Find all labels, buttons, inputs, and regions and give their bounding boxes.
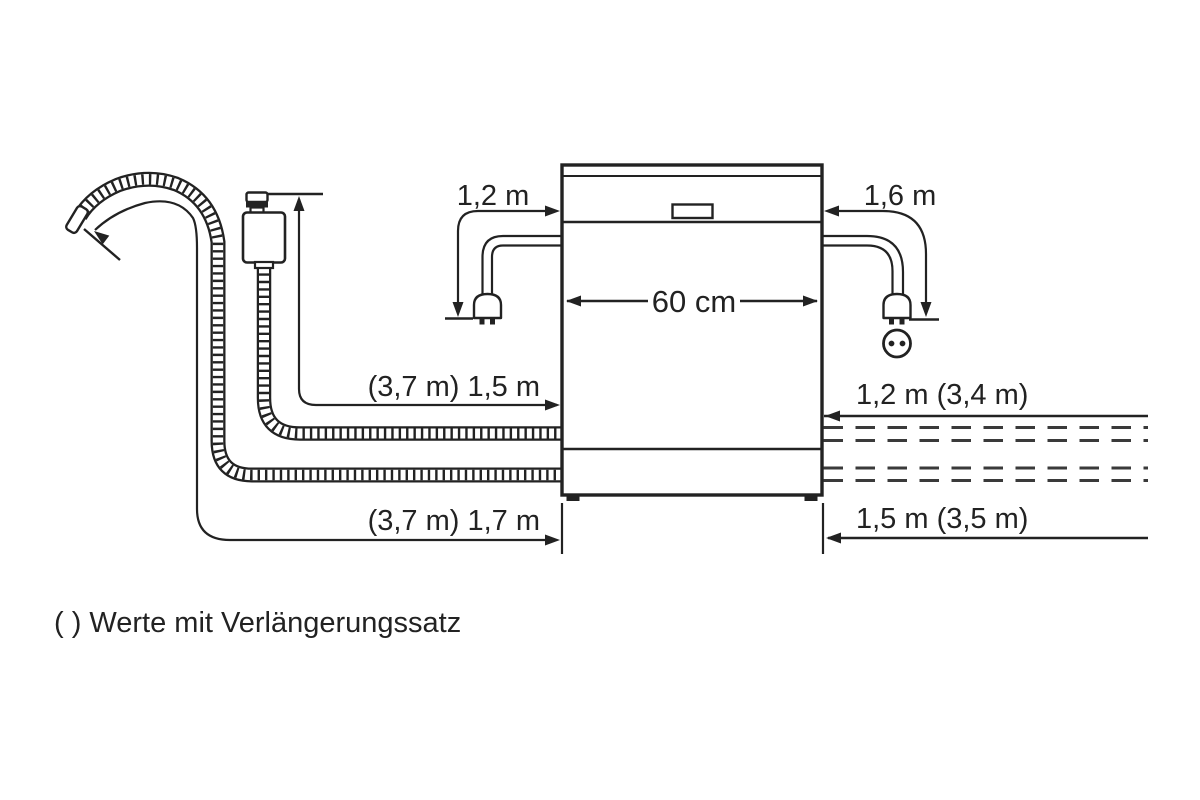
drain-hose-end-extension-line xyxy=(83,228,121,261)
power-cable-left xyxy=(472,234,562,325)
dimension-rear-outlet-upper xyxy=(824,410,1148,422)
dimension-supply-hose xyxy=(268,192,560,411)
socket-icon xyxy=(882,328,912,359)
footnote-extension-set: ( ) Werte mit Verlängerungssatz xyxy=(54,607,461,639)
hose-continuation-dashed-lines xyxy=(823,426,1148,482)
drain-hose-end-cap-icon xyxy=(65,204,89,235)
label-rear-outlet-lower: 1,5 m (3,5 m) xyxy=(856,503,1028,535)
dishwasher-outline xyxy=(560,163,824,501)
power-cable-right xyxy=(822,234,912,359)
label-power-cord-left: 1,2 m xyxy=(457,180,530,212)
drain-hose xyxy=(65,171,562,483)
supply-hose xyxy=(256,266,562,441)
dimension-drain-hose xyxy=(94,200,564,554)
label-power-cord-right: 1,6 m xyxy=(864,180,937,212)
door-handle-icon xyxy=(671,203,714,220)
dimension-rear-outlet-lower xyxy=(821,503,1148,554)
power-plug-left-icon xyxy=(472,292,503,325)
label-appliance-width: 60 cm xyxy=(652,284,736,319)
label-rear-outlet-upper: 1,2 m (3,4 m) xyxy=(856,379,1028,411)
power-plug-right-icon xyxy=(882,292,912,325)
label-supply-hose: (3,7 m) 1,5 m xyxy=(368,371,540,403)
foot-right-icon xyxy=(804,494,818,501)
dimension-power-cord-right xyxy=(824,205,939,321)
label-drain-hose: (3,7 m) 1,7 m xyxy=(368,505,540,537)
aquastop-valve-icon xyxy=(241,191,287,270)
dimension-appliance-width xyxy=(566,295,818,307)
dimension-power-cord-left xyxy=(445,205,560,320)
foot-left-icon xyxy=(566,494,580,501)
